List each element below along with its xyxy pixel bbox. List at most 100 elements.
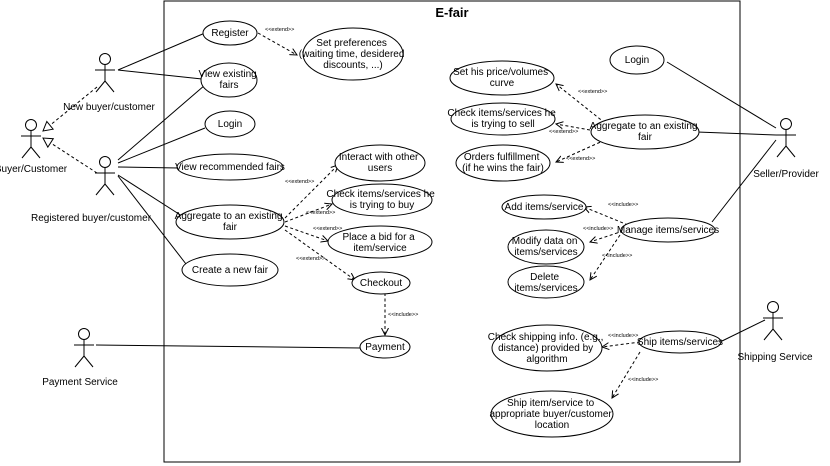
assoc-seller-aggregate [696, 131, 777, 136]
include-ship-check [602, 341, 641, 347]
svg-text:Payment: Payment [365, 342, 405, 353]
svg-text:Check shipping info. (e.g.,: Check shipping info. (e.g., distance) pr… [488, 332, 606, 365]
use-case-check-items-buy[interactable]: Check items/services he is trying to buy [326, 183, 437, 217]
use-case-label: Orders fulfillment [464, 152, 540, 163]
use-case-label: items/services [514, 247, 577, 258]
use-case-view-existing-fairs[interactable]: View existing fairs [199, 62, 260, 98]
use-case-label: discounts, ...) [323, 60, 382, 71]
extend-label: <<extend>> [566, 156, 595, 162]
extend-label: <<extend>> [306, 210, 335, 216]
use-case-ship-to-location[interactable]: Ship item/service to appropriate buyer/c… [489, 390, 614, 438]
include-label: <<include>> [628, 377, 658, 383]
actor-payment-service[interactable]: Payment Service [42, 328, 118, 389]
svg-text:View recommended fairs: View recommended fairs [175, 162, 285, 173]
actor-registered-buyer[interactable]: Registered buyer/customer [31, 156, 152, 225]
use-case-label: Aggregate to an existing [590, 121, 698, 132]
use-case-label: items/services [514, 283, 577, 294]
use-case-view-recommended-fairs[interactable]: View recommended fairs [175, 153, 285, 181]
assoc-seller-manage [711, 139, 777, 223]
use-case-label: Manage items/services [617, 225, 719, 236]
use-case-label: View recommended fairs [175, 162, 285, 173]
use-case-aggregate-buyer[interactable]: Aggregate to an existing fair [175, 204, 286, 240]
use-case-interact-users[interactable]: Interact with other users [334, 144, 426, 182]
svg-text:Login: Login [218, 119, 242, 130]
use-case-label: Check items/services he [447, 108, 556, 119]
use-case-delete-items[interactable]: Delete items/services [507, 265, 585, 299]
extend-label: <<extend>> [549, 129, 578, 135]
extend-aggregate-orders [556, 139, 606, 162]
use-case-label: curve [490, 78, 515, 89]
use-case-check-items-sell[interactable]: Check items/services he is trying to sel… [447, 102, 558, 136]
extend-aggregate-checkout [284, 229, 355, 280]
assoc-reg-view-fairs [117, 84, 206, 161]
actor-label: New buyer/customer [63, 102, 155, 113]
assoc-reg-recommended [117, 166, 179, 169]
actor-label: Buyer/Customer [0, 164, 68, 175]
svg-text:Ship item/service to app: Ship item/service to appropriate buyer/c… [489, 398, 614, 431]
assoc-new-view-fairs [117, 69, 203, 80]
use-case-label: Register [211, 28, 249, 39]
use-case-label: fair [223, 222, 238, 233]
use-case-label: Ship items/services [637, 337, 723, 348]
svg-text:Ship items/services: Ship items/services [637, 337, 723, 348]
use-case-label: Check items/services he [326, 189, 435, 200]
use-case-orders-fulfillment[interactable]: Orders fulfillment (if he wins the fair) [455, 144, 551, 182]
actor-buyer-customer[interactable]: Buyer/Customer [0, 119, 68, 176]
svg-text:Modify data on items/ser: Modify data on items/services [512, 236, 580, 258]
actor-new-buyer[interactable]: New buyer/customer [63, 53, 156, 114]
use-case-manage-items[interactable]: Manage items/services [617, 217, 719, 243]
assoc-reg-login [117, 127, 206, 164]
use-case-place-bid[interactable]: Place a bid for a item/service [327, 225, 433, 259]
actor-seller-provider[interactable]: Seller/Provider [753, 118, 819, 181]
use-case-set-preferences[interactable]: Set preferences (waiting time, desidered… [299, 27, 407, 81]
use-case-label: Interact with other [339, 152, 419, 163]
use-case-label: Create a new fair [192, 265, 269, 276]
include-label: <<include>> [608, 202, 638, 208]
use-case-payment[interactable]: Payment [359, 335, 411, 359]
use-case-add-items[interactable]: Add items/service [501, 194, 587, 220]
use-case-label: Ship item/service to [507, 398, 595, 409]
extend-label: <<extend>> [296, 256, 325, 262]
use-case-label: distance) provided by [498, 343, 593, 354]
svg-text:Create a new fair: Create a new fair [192, 265, 269, 276]
use-case-label: item/service [353, 243, 407, 254]
use-case-label: fair [638, 132, 653, 143]
use-case-label: fairs [220, 80, 239, 91]
include-label: <<include>> [608, 333, 638, 339]
use-case-set-price[interactable]: Set his price/volumes curve [449, 60, 555, 96]
actor-shipping-service[interactable]: Shipping Service [737, 301, 813, 364]
use-case-create-fair[interactable]: Create a new fair [181, 253, 279, 287]
actor-label: Registered buyer/customer [31, 213, 152, 224]
use-case-label: Set his price/volumes [453, 67, 548, 78]
include-manage-delete [590, 234, 621, 280]
system-boundary [163, 0, 741, 463]
use-case-label: Login [625, 55, 649, 66]
actor-label: Payment Service [42, 377, 118, 388]
extend-label: <<extend>> [265, 27, 294, 33]
use-case-label: is trying to buy [350, 200, 414, 211]
use-case-aggregate-seller[interactable]: Aggregate to an existing fair [590, 114, 701, 150]
svg-text:Login: Login [625, 55, 649, 66]
use-case-check-shipping[interactable]: Check shipping info. (e.g., distance) pr… [488, 324, 606, 372]
use-case-checkout[interactable]: Checkout [351, 271, 411, 295]
use-case-register[interactable]: Register [202, 20, 258, 46]
use-case-modify-data[interactable]: Modify data on items/services [507, 229, 585, 265]
use-case-label: Place a bid for a [342, 232, 415, 243]
extend-aggregate-bid [284, 225, 328, 241]
use-case-label: Modify data on [512, 236, 578, 247]
use-case-ship-items[interactable]: Ship items/services [637, 330, 723, 354]
use-case-label: Aggregate to an existing [175, 211, 283, 222]
svg-text:Check items/services he: Check items/services he is trying to sel… [447, 108, 558, 130]
use-case-login-buyer[interactable]: Login [204, 110, 256, 138]
include-ship-location [612, 351, 641, 398]
use-case-label: Checkout [360, 278, 402, 289]
extend-label: <<extend>> [578, 89, 607, 95]
use-case-label: Login [218, 119, 242, 130]
assoc-reg-create-fair [117, 175, 187, 265]
svg-text:Place a bid for a item/s: Place a bid for a item/service [342, 232, 417, 254]
use-case-login-seller[interactable]: Login [609, 45, 665, 75]
use-case-label: Payment [365, 342, 405, 353]
use-case-label: View existing [199, 69, 257, 80]
use-case-label: Delete [530, 272, 559, 283]
